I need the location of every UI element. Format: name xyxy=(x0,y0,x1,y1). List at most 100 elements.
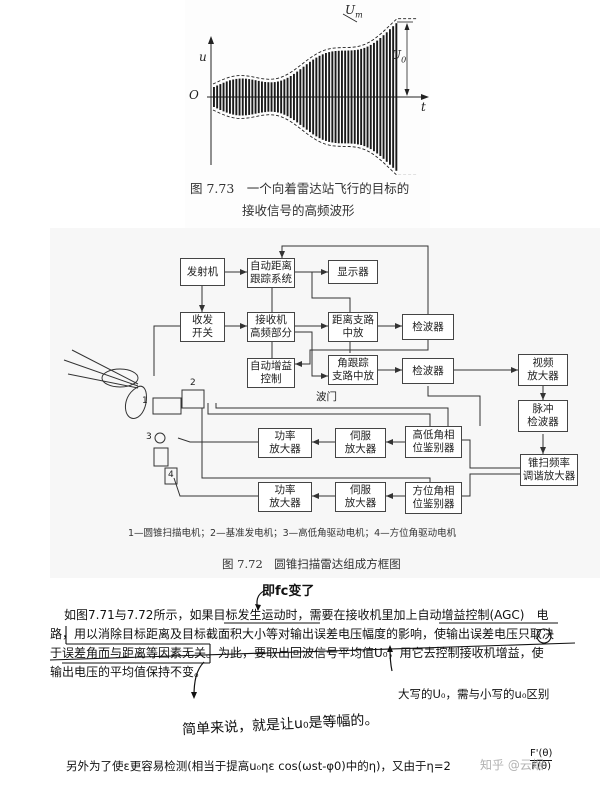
label-wave-gate: 波门 xyxy=(316,391,337,403)
wave-bar xyxy=(363,47,366,147)
wave-bar xyxy=(325,53,327,141)
block-power-amp-2: 功率放大器 xyxy=(258,482,312,512)
block-servo-amp-1: 伺服放大器 xyxy=(335,428,386,458)
wave-bar xyxy=(248,79,251,115)
wave-bar xyxy=(395,23,398,171)
wave-bar xyxy=(296,71,299,123)
block-display: 显示器 xyxy=(328,260,378,284)
wave-bar xyxy=(366,46,369,148)
wave-bar xyxy=(280,80,283,114)
wave-bar xyxy=(328,52,331,142)
fraction-denominator: F(θ) xyxy=(531,761,552,772)
wave-bar xyxy=(331,51,334,143)
block-detector-2: 检波器 xyxy=(402,358,454,384)
label-um-sub: m xyxy=(355,10,363,20)
block-power-amp-1: 功率放大器 xyxy=(258,428,312,458)
label-u0: U0 xyxy=(391,48,407,65)
label-um: Um xyxy=(345,3,363,20)
wave-bar xyxy=(369,44,372,150)
caption-7-73-line1: 图 7.73 一个向着雷达站飞行的目标的 xyxy=(190,181,410,196)
wave-bar xyxy=(373,42,375,152)
fraction-numerator: F'(θ) xyxy=(530,748,553,761)
legend-7-72: 1—圆锥扫描电机；2—基准发电机；3—高低角驱动电机；4—方位角驱动电机 xyxy=(128,528,457,539)
para-line-2: 路，用以消除目标距离及目标截面积大小等对输出误差电压幅度的影响，使输出误差电压只… xyxy=(50,627,555,641)
wave-bar xyxy=(309,61,311,133)
block-elevation-discriminator: 高低角相位鉴别器 xyxy=(405,426,462,458)
para-line-1: 如图7.71与7.72所示，如果目标发生运动时，需要在接收机里加上自动增益控制(… xyxy=(64,608,549,622)
wave-bar xyxy=(225,81,228,113)
wave-bar xyxy=(238,78,241,116)
wave-bar xyxy=(229,80,231,114)
label-num-4: 4 xyxy=(168,470,174,480)
note-freq-changed: 即fc变了 xyxy=(262,584,315,599)
wave-bar xyxy=(385,32,388,162)
wave-bar xyxy=(344,50,347,144)
caption-7-73-line2: 接收信号的高频波形 xyxy=(242,203,355,218)
wave-bar xyxy=(357,49,359,145)
block-angle-if: 角跟踪支路中放 xyxy=(328,355,378,385)
block-detector-1: 检波器 xyxy=(402,314,454,340)
note-arrow-icon xyxy=(255,589,267,611)
label-num-1: 1 xyxy=(142,396,148,406)
wave-bar xyxy=(283,79,286,115)
wave-bar xyxy=(318,55,321,139)
wave-bar xyxy=(251,79,254,115)
wave-bar xyxy=(273,82,276,112)
wave-bar xyxy=(315,57,318,137)
block-video-amp: 视频放大器 xyxy=(518,354,568,386)
wave-bar xyxy=(350,50,353,144)
wave-bar xyxy=(376,40,379,154)
figure-7-73: Um U0 u O t 图 7.73 一个向着雷达站飞行的目标的 接收信号的高频… xyxy=(185,0,430,228)
envelope-waveform xyxy=(207,13,429,175)
wave-bar xyxy=(270,82,273,112)
wave-bar xyxy=(286,77,289,117)
note-bottom-line: 另外为了使ε更容易检测(相当于提高u₀ηε cos(ωst-φ0)中的η)，又由… xyxy=(66,759,451,773)
wave-bar xyxy=(302,66,305,128)
wave-bar xyxy=(337,50,340,144)
wave-bar xyxy=(392,26,395,168)
wave-bar xyxy=(222,82,225,112)
wave-bar xyxy=(235,78,238,116)
label-u-axis: u xyxy=(199,50,207,64)
watermark: 知乎 @云烟 xyxy=(480,758,544,772)
wave-bar xyxy=(347,50,350,144)
wave-bar xyxy=(219,84,222,110)
para-line-4: 输出电压的平均值保持不变。 xyxy=(50,665,207,679)
wave-bar xyxy=(293,73,295,121)
wave-bar xyxy=(261,81,263,113)
block-receiver-rf: 接收机高频部分 xyxy=(247,312,295,342)
wave-bar xyxy=(353,50,356,144)
block-range-if: 距离支路中放 xyxy=(328,312,378,342)
wave-bar xyxy=(389,29,391,165)
note-arrow-up-icon xyxy=(387,645,393,672)
block-agc: 自动增益控制 xyxy=(247,358,295,388)
wave-bar xyxy=(312,59,315,135)
wave-bar xyxy=(341,50,343,144)
block-scan-freq-amp: 锥扫频率调谐放大器 xyxy=(520,454,578,486)
wave-bar xyxy=(334,51,337,143)
label-num-3: 3 xyxy=(146,432,152,442)
wave-bar xyxy=(267,82,270,112)
wave-bar xyxy=(379,38,382,156)
hand-underlines xyxy=(49,622,576,664)
wave-bar xyxy=(245,78,247,116)
wave-bar xyxy=(289,76,292,119)
wave-bar xyxy=(264,82,267,113)
caption-7-72: 图 7.72 圆锥扫描雷达组成方框图 xyxy=(222,557,401,571)
wave-bar xyxy=(360,48,363,145)
block-diagram-wires xyxy=(63,245,546,499)
wave-bar xyxy=(216,85,219,109)
block-servo-amp-2: 伺服放大器 xyxy=(335,482,386,512)
note-fraction: F'(θ) F(θ) xyxy=(530,748,553,773)
wave-bar xyxy=(257,80,260,114)
wave-bar xyxy=(305,64,308,130)
block-transmitter: 发射机 xyxy=(180,258,225,286)
wave-bar xyxy=(232,79,235,115)
note-summary: 简单来说，就是让u₀是等幅的。 xyxy=(181,711,379,739)
wave-bar xyxy=(299,69,302,125)
label-origin: O xyxy=(189,88,199,102)
wave-bar xyxy=(254,80,257,114)
block-azimuth-discriminator: 方位角相位鉴别器 xyxy=(405,482,462,514)
figure-7-72: 发射机 自动距离跟踪系统 显示器 收发开关 接收机高频部分 距离支路中放 检波器… xyxy=(50,228,600,578)
block-duplexer: 收发开关 xyxy=(180,312,225,342)
